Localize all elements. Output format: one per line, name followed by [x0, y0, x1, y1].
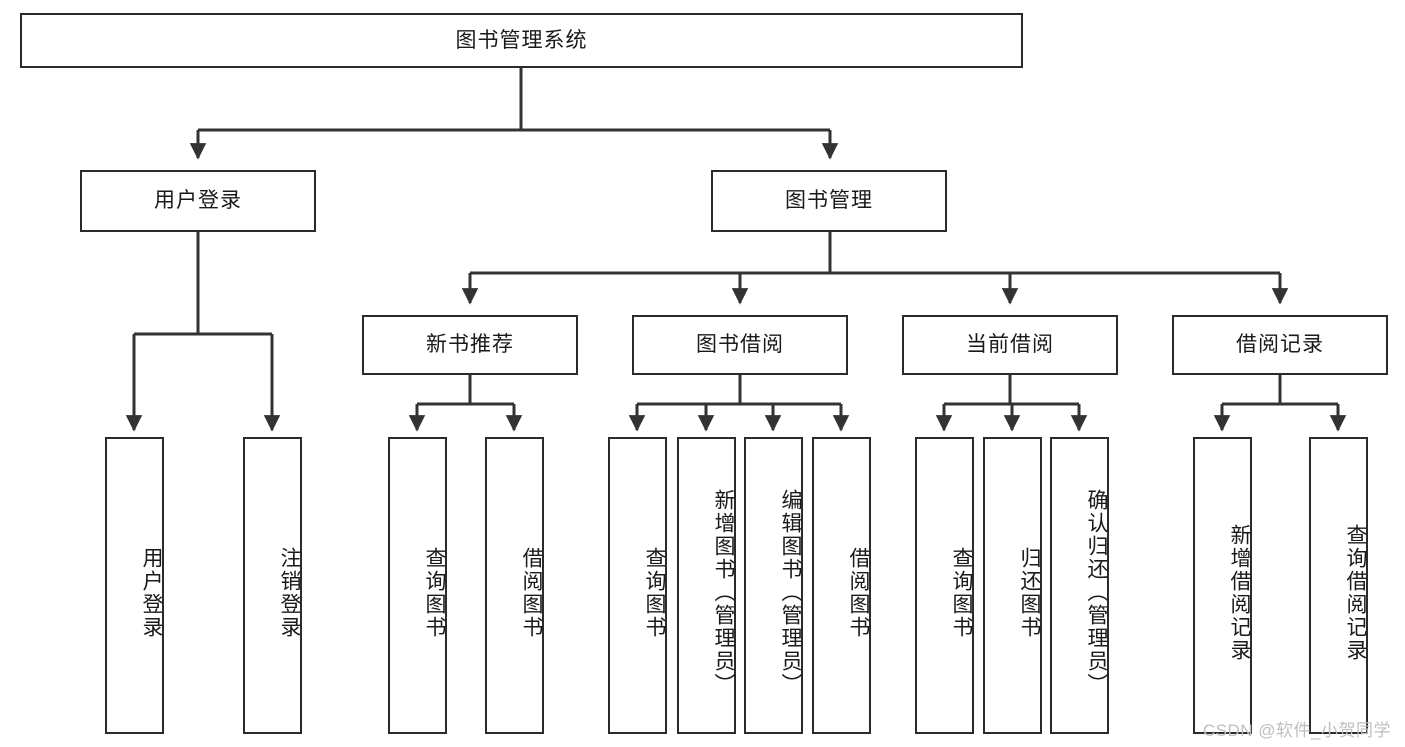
node-root-label: 图书管理系统 — [455, 28, 588, 52]
node-leaf-borrow-book-1[interactable]: 借阅图书 — [485, 437, 544, 734]
node-leaf-user-login-label: 用户登录 — [140, 546, 163, 639]
node-borrow-record[interactable]: 借阅记录 — [1172, 315, 1388, 375]
node-borrow-record-label: 借阅记录 — [1236, 333, 1324, 357]
node-leaf-query-book-2-label: 查询图书 — [643, 546, 666, 639]
node-book-manage-label: 图书管理 — [785, 189, 873, 213]
node-new-book-rec-label: 新书推荐 — [426, 333, 514, 357]
csdn-watermark: CSDN @软件_小贺同学 — [1202, 721, 1391, 740]
node-leaf-borrow-book-2-label: 借阅图书 — [847, 546, 870, 639]
node-leaf-add-record[interactable]: 新增借阅记录 — [1193, 437, 1252, 734]
node-leaf-user-login[interactable]: 用户登录 — [105, 437, 164, 734]
node-leaf-logout-label: 注销登录 — [278, 546, 301, 639]
node-new-book-rec[interactable]: 新书推荐 — [362, 315, 578, 375]
node-leaf-query-book-3-label: 查询图书 — [950, 546, 973, 639]
node-leaf-add-book-label: 新增图书（管理员） — [712, 489, 735, 696]
node-leaf-confirm-return[interactable]: 确认归还（管理员） — [1050, 437, 1109, 734]
node-root[interactable]: 图书管理系统 — [20, 13, 1023, 68]
node-leaf-return-book-label: 归还图书 — [1018, 546, 1041, 639]
node-leaf-add-record-label: 新增借阅记录 — [1228, 523, 1251, 662]
node-leaf-return-book[interactable]: 归还图书 — [983, 437, 1042, 734]
node-leaf-edit-book[interactable]: 编辑图书（管理员） — [744, 437, 803, 734]
node-leaf-query-book-1[interactable]: 查询图书 — [388, 437, 447, 734]
node-leaf-query-book-1-label: 查询图书 — [423, 546, 446, 639]
node-leaf-add-book[interactable]: 新增图书（管理员） — [677, 437, 736, 734]
node-user-login-label: 用户登录 — [154, 189, 242, 213]
node-leaf-query-book-2[interactable]: 查询图书 — [608, 437, 667, 734]
node-user-login[interactable]: 用户登录 — [80, 170, 316, 232]
node-leaf-logout[interactable]: 注销登录 — [243, 437, 302, 734]
node-book-borrow-label: 图书借阅 — [696, 333, 784, 357]
node-book-manage[interactable]: 图书管理 — [711, 170, 947, 232]
node-leaf-edit-book-label: 编辑图书（管理员） — [779, 489, 802, 696]
node-leaf-query-record-label: 查询借阅记录 — [1344, 523, 1367, 662]
node-leaf-confirm-return-label: 确认归还（管理员） — [1085, 489, 1108, 696]
node-book-borrow[interactable]: 图书借阅 — [632, 315, 848, 375]
node-leaf-borrow-book-2[interactable]: 借阅图书 — [812, 437, 871, 734]
node-current-borrow-label: 当前借阅 — [966, 333, 1054, 357]
node-leaf-query-record[interactable]: 查询借阅记录 — [1309, 437, 1368, 734]
node-leaf-borrow-book-1-label: 借阅图书 — [520, 546, 543, 639]
node-current-borrow[interactable]: 当前借阅 — [902, 315, 1118, 375]
node-leaf-query-book-3[interactable]: 查询图书 — [915, 437, 974, 734]
